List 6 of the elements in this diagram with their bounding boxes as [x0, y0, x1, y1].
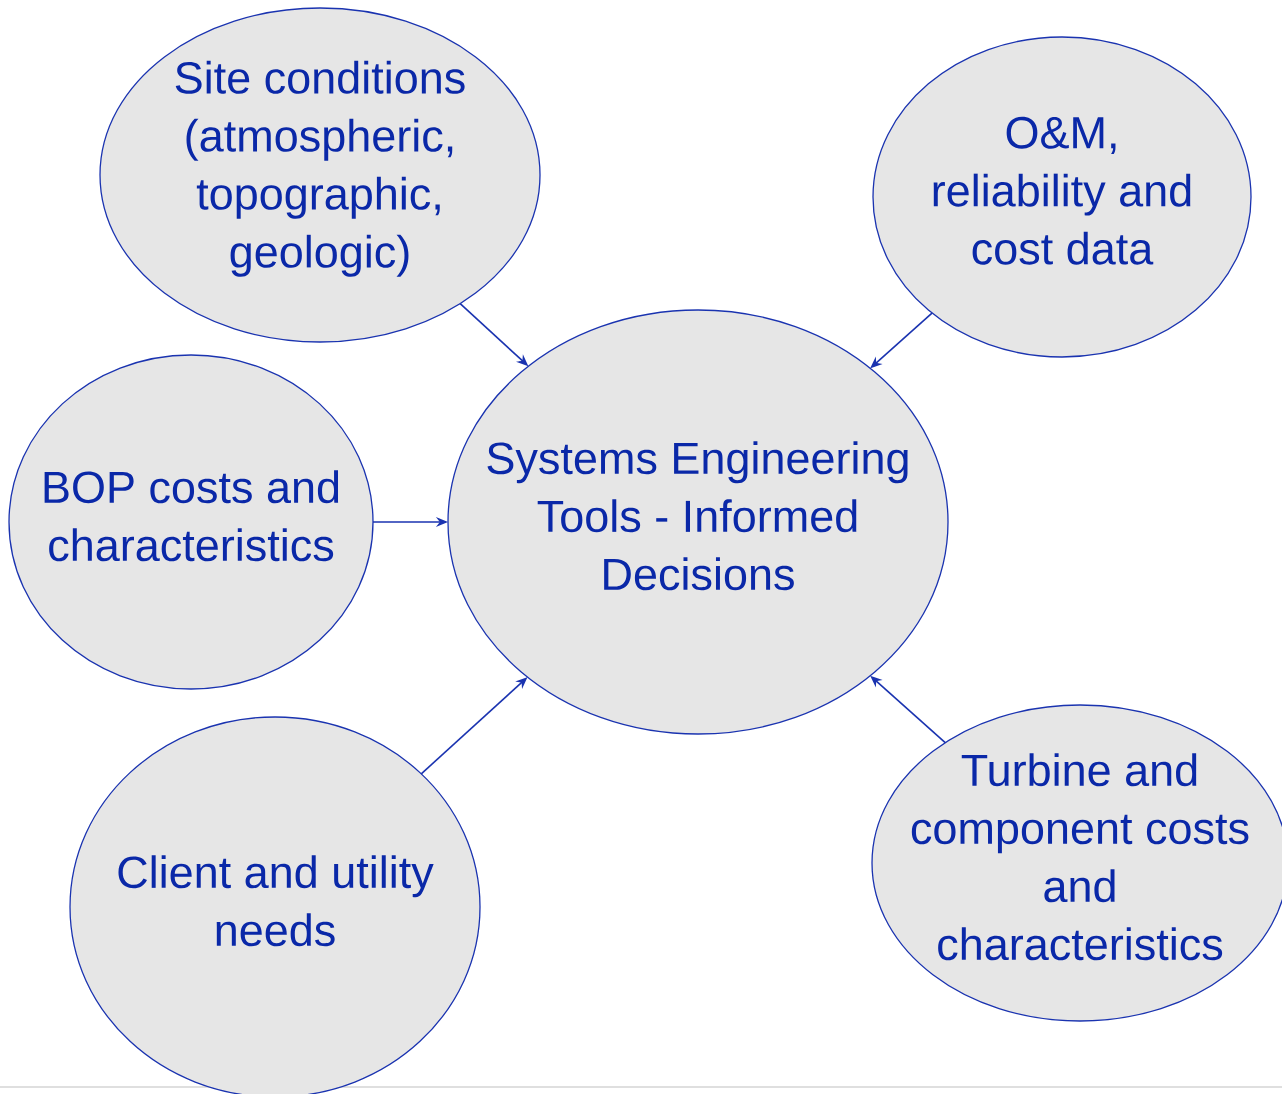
ellipse-node: Systems Engineering Tools - Informed Decisions: [447, 309, 949, 735]
ellipse-node: Client and utility needs: [69, 716, 481, 1094]
ellipse-node: BOP costs and characteristics: [8, 354, 374, 690]
ellipse-node: Site conditions (atmospheric, topographic, geologic): [99, 7, 541, 343]
ellipse-node: O&M, reliability and cost data: [872, 36, 1252, 358]
ellipse-node: Turbine and component costs and characteristics: [871, 704, 1282, 1022]
